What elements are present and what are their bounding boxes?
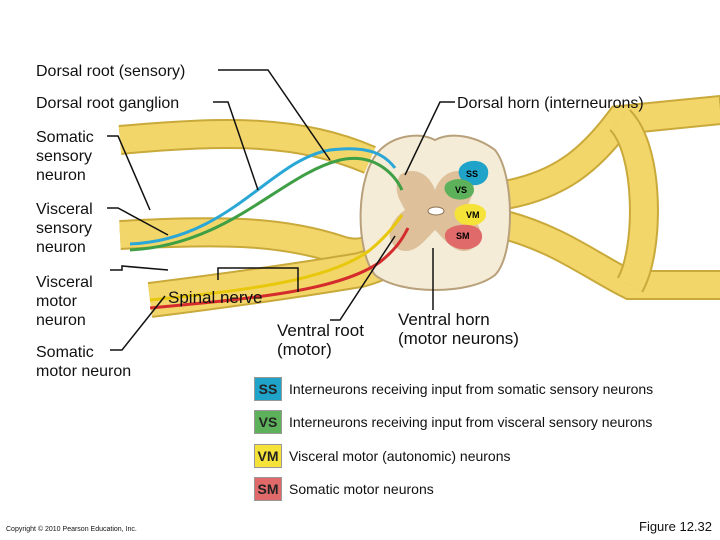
legend-chip-ss: SS: [254, 377, 282, 401]
ss-region: [458, 160, 489, 186]
vm-region: [454, 203, 486, 226]
vs-region: [444, 179, 474, 200]
ss-region-label: SS: [466, 169, 478, 179]
legend-row-sm: SM Somatic motor neurons: [254, 476, 434, 502]
visceral-sensory-fiber: [129, 156, 404, 252]
legend-row-vs: VS Interneurons receiving input from vis…: [254, 409, 652, 435]
label-somatic-sensory-neuron: Somatic sensory neuron: [36, 129, 94, 184]
label-dorsal-root-ganglion: Dorsal root ganglion: [36, 95, 180, 112]
label-ventral-root: Ventral root (motor): [277, 321, 364, 359]
legend-chip-vs: VS: [254, 410, 282, 434]
label-dorsal-horn: Dorsal horn (interneurons): [457, 95, 644, 112]
vm-region-label: VM: [466, 210, 480, 220]
label-ventral-horn: Ventral horn (motor neurons): [398, 310, 519, 348]
visceral-motor-fiber: [149, 214, 404, 302]
nerve-fibers: [129, 147, 410, 310]
horn-regions: SS VS VM SM: [444, 160, 489, 250]
sm-region: [444, 224, 483, 250]
sm-region-label: SM: [456, 231, 470, 241]
right-nerve-roots: [490, 95, 720, 300]
label-somatic-motor-neuron: Somatic motor neuron: [36, 344, 132, 380]
legend-row-vm: VM Visceral motor (autonomic) neurons: [254, 443, 511, 469]
figure-number: Figure 12.32: [639, 519, 712, 534]
vs-region-label: VS: [455, 185, 467, 195]
legend-chip-vm: VM: [254, 444, 282, 468]
legend-text-vs: Interneurons receiving input from viscer…: [289, 414, 653, 430]
legend-text-ss: Interneurons receiving input from somati…: [289, 381, 654, 397]
label-visceral-motor-neuron: Visceral motor neuron: [36, 274, 93, 329]
legend-text-sm: Somatic motor neurons: [289, 481, 434, 497]
label-spinal-nerve: Spinal nerve: [168, 288, 263, 307]
legend-chip-sm: SM: [254, 477, 282, 501]
label-visceral-sensory-neuron: Visceral sensory neuron: [36, 201, 93, 256]
copyright-text: Copyright © 2010 Pearson Education, Inc.: [6, 526, 137, 533]
somatic-sensory-fiber: [129, 147, 397, 246]
legend-text-vm: Visceral motor (autonomic) neurons: [289, 448, 511, 464]
label-dorsal-root: Dorsal root (sensory): [36, 63, 186, 80]
legend-row-ss: SS Interneurons receiving input from som…: [254, 376, 653, 402]
spinal-cord-section: [359, 134, 511, 291]
somatic-motor-fiber: [149, 227, 410, 310]
leader-lines: [107, 69, 455, 351]
